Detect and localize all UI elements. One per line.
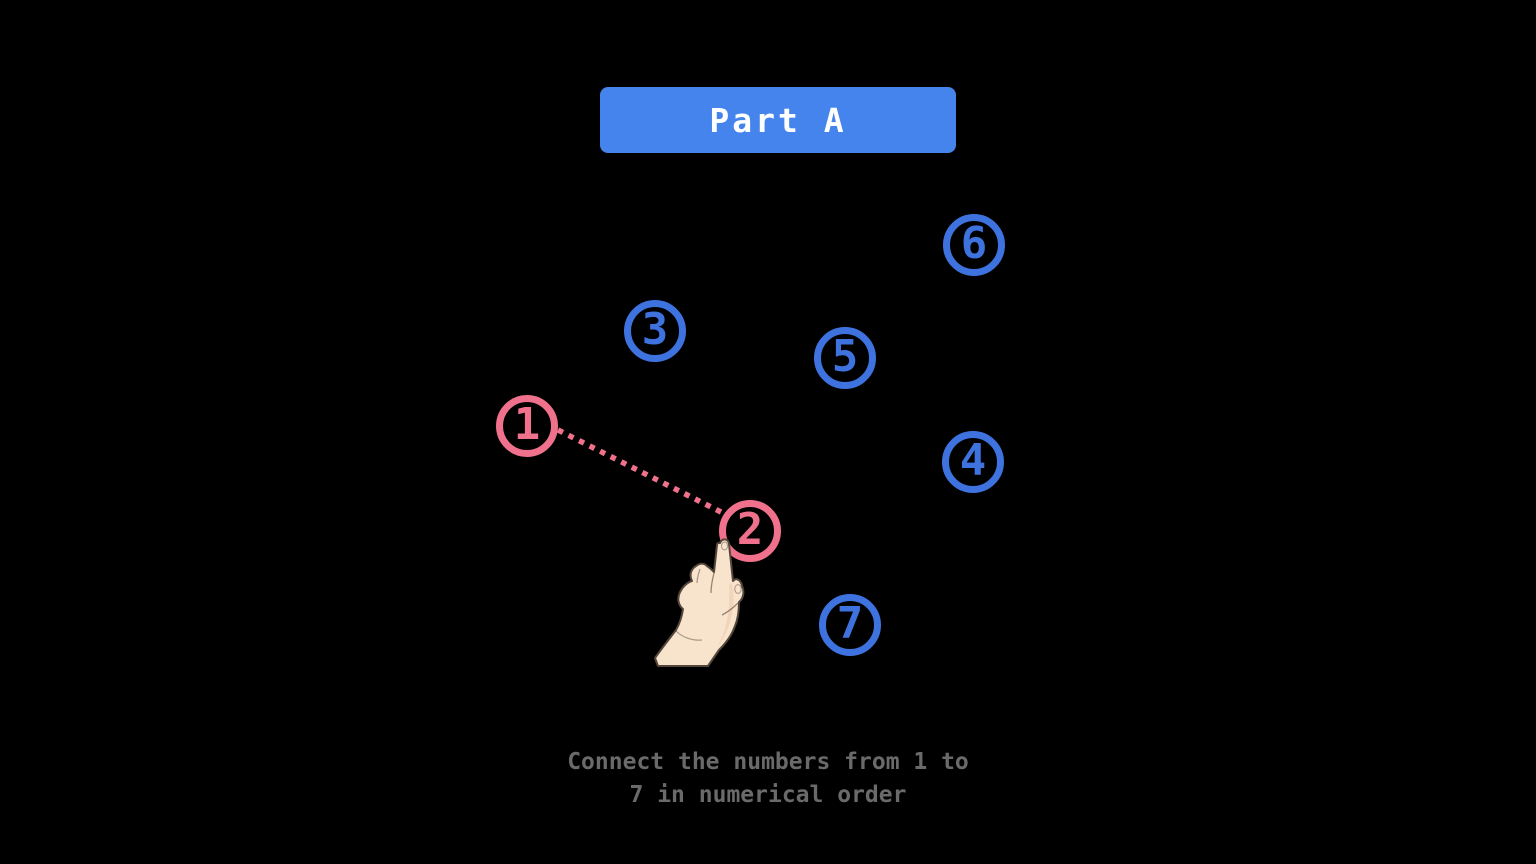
number-node-7[interactable]: 7 — [819, 594, 881, 656]
number-node-2[interactable]: 2 — [719, 500, 781, 562]
number-node-4[interactable]: 4 — [942, 431, 1004, 493]
node-label-5: 5 — [831, 331, 859, 382]
part-banner: Part A — [600, 87, 956, 153]
node-label-6: 6 — [960, 218, 988, 269]
node-label-2: 2 — [736, 504, 764, 555]
part-banner-label: Part A — [709, 100, 847, 140]
instruction-line-1: Connect the numbers from 1 to — [567, 749, 969, 775]
node-label-3: 3 — [641, 304, 669, 355]
pointing-hand-icon — [654, 538, 745, 667]
instruction-text: Connect the numbers from 1 to 7 in numer… — [0, 746, 1536, 812]
node-label-4: 4 — [959, 435, 987, 486]
instruction-line-2: 7 in numerical order — [629, 782, 907, 808]
node-label-7: 7 — [836, 598, 864, 649]
node-label-1: 1 — [513, 399, 541, 450]
number-node-5[interactable]: 5 — [814, 327, 876, 389]
number-node-6[interactable]: 6 — [943, 214, 1005, 276]
number-node-1[interactable]: 1 — [496, 395, 558, 457]
number-node-3[interactable]: 3 — [624, 300, 686, 362]
